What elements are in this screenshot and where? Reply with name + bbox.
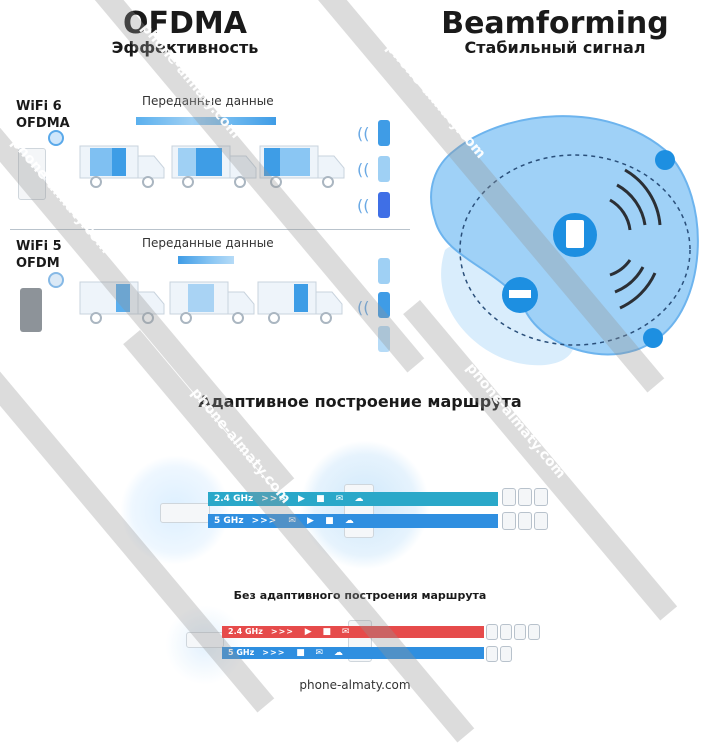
beamforming-title: Beamforming xyxy=(441,6,669,41)
wifi5-signal-dot-icon xyxy=(48,272,64,288)
router-icon xyxy=(509,285,531,295)
wifi6-label-line1: WiFi 6 xyxy=(16,99,62,114)
wifi5-label-line1: WiFi 5 xyxy=(16,239,62,254)
wifi6-extender-icon xyxy=(18,148,46,200)
truck-icon xyxy=(257,281,343,324)
truck-icon xyxy=(79,145,165,188)
wifi-waves-icon: (( xyxy=(357,124,370,143)
adaptive-routing-title: Адаптивное построение маршрута xyxy=(198,392,522,411)
game-icon: ■ xyxy=(296,648,305,658)
mail-icon: ✉ xyxy=(335,494,344,504)
ofdma-title: OFDMA xyxy=(123,6,247,41)
footer-site-text: phone-almaty.com xyxy=(299,678,411,692)
wifi-waves-icon: (( xyxy=(357,298,370,317)
mail-icon: ✉ xyxy=(315,648,324,658)
device-icon xyxy=(378,156,390,182)
adaptive-router-icon xyxy=(160,503,210,523)
cloud-icon: ☁ xyxy=(354,494,364,504)
non-adaptive-routing-title: Без адаптивного построения маршрута xyxy=(233,589,487,602)
client-device-icon xyxy=(514,624,526,640)
transferred-data-bar-top xyxy=(136,117,276,125)
lane-label: 5 GHz xyxy=(228,648,255,657)
cloud-icon: ☁ xyxy=(344,516,354,526)
wifi6-label-line2: OFDMA xyxy=(16,116,70,131)
non-adaptive-lane-24ghz: 2.4 GHz >>> ▶ ■ ✉ xyxy=(222,626,484,638)
wifi-waves-icon: (( xyxy=(357,196,370,215)
lane-label: 2.4 GHz xyxy=(214,494,254,504)
transferred-data-caption-bottom: Переданные данные xyxy=(142,236,274,250)
non-adaptive-lane-5ghz: 5 GHz >>> ■ ✉ ☁ xyxy=(222,647,484,659)
lane-label: 2.4 GHz xyxy=(228,627,263,636)
client-device-icon xyxy=(528,624,540,640)
mail-icon: ✉ xyxy=(341,627,350,637)
client-device-icon xyxy=(486,646,498,662)
client-device-icon xyxy=(518,488,532,506)
truck-icon xyxy=(169,281,255,324)
client-device-icon xyxy=(502,488,516,506)
video-icon: ▶ xyxy=(307,516,314,526)
truck-icon xyxy=(171,145,257,188)
truck-icon xyxy=(79,281,165,324)
game-icon: ■ xyxy=(322,627,332,637)
device-icon xyxy=(378,292,390,318)
adaptive-lane-24ghz: 2.4 GHz >>> ▶ ■ ✉ ☁ xyxy=(208,492,498,506)
client-device-icon xyxy=(486,624,498,640)
transferred-data-bar-bottom xyxy=(178,256,234,264)
wifi5-label-line2: OFDM xyxy=(16,256,60,271)
client-device-icon xyxy=(500,646,512,662)
device-icon xyxy=(378,120,390,146)
game-icon: ■ xyxy=(316,494,325,504)
client-device-icon xyxy=(518,512,532,530)
wifi6-signal-dot-icon xyxy=(48,130,64,146)
lane-arrows: >>> xyxy=(270,627,294,636)
watermark-text: phone-almaty.com xyxy=(462,360,569,482)
wifi5-label: WiFi 5 OFDM xyxy=(16,238,62,272)
client-device-icon xyxy=(502,512,516,530)
gamepad-icon xyxy=(655,150,675,170)
client-device-icon xyxy=(500,624,512,640)
wifi-waves-icon: (( xyxy=(357,160,370,179)
section-divider xyxy=(10,229,410,230)
device-icon xyxy=(378,192,390,218)
video-icon: ▶ xyxy=(304,627,312,637)
non-adaptive-router-icon xyxy=(186,632,224,648)
wifi5-extender-icon xyxy=(20,288,42,332)
mail-icon: ✉ xyxy=(288,516,296,526)
ofdma-subtitle: Эффективность xyxy=(111,38,259,57)
video-icon: ▶ xyxy=(298,494,305,504)
beamforming-coverage-diagram xyxy=(430,115,699,366)
phone-icon xyxy=(643,328,663,348)
lane-label: 5 GHz xyxy=(214,516,244,526)
lane-arrows: >>> xyxy=(262,648,286,657)
client-device-icon xyxy=(534,512,548,530)
game-icon: ■ xyxy=(325,516,334,526)
cloud-icon: ☁ xyxy=(333,648,343,658)
device-icon xyxy=(378,258,390,284)
lane-arrows: >>> xyxy=(251,516,278,526)
lane-arrows: >>> xyxy=(261,494,287,504)
truck-icon xyxy=(259,145,345,188)
mesh-extender-icon xyxy=(566,220,584,248)
device-icon xyxy=(378,326,390,352)
adaptive-lane-5ghz: 5 GHz >>> ✉ ▶ ■ ☁ xyxy=(208,514,498,528)
transferred-data-caption-top: Переданные данные xyxy=(142,94,274,108)
beamforming-subtitle: Стабильный сигнал xyxy=(464,38,646,57)
wifi6-label: WiFi 6 OFDMA xyxy=(16,98,70,132)
client-device-icon xyxy=(534,488,548,506)
